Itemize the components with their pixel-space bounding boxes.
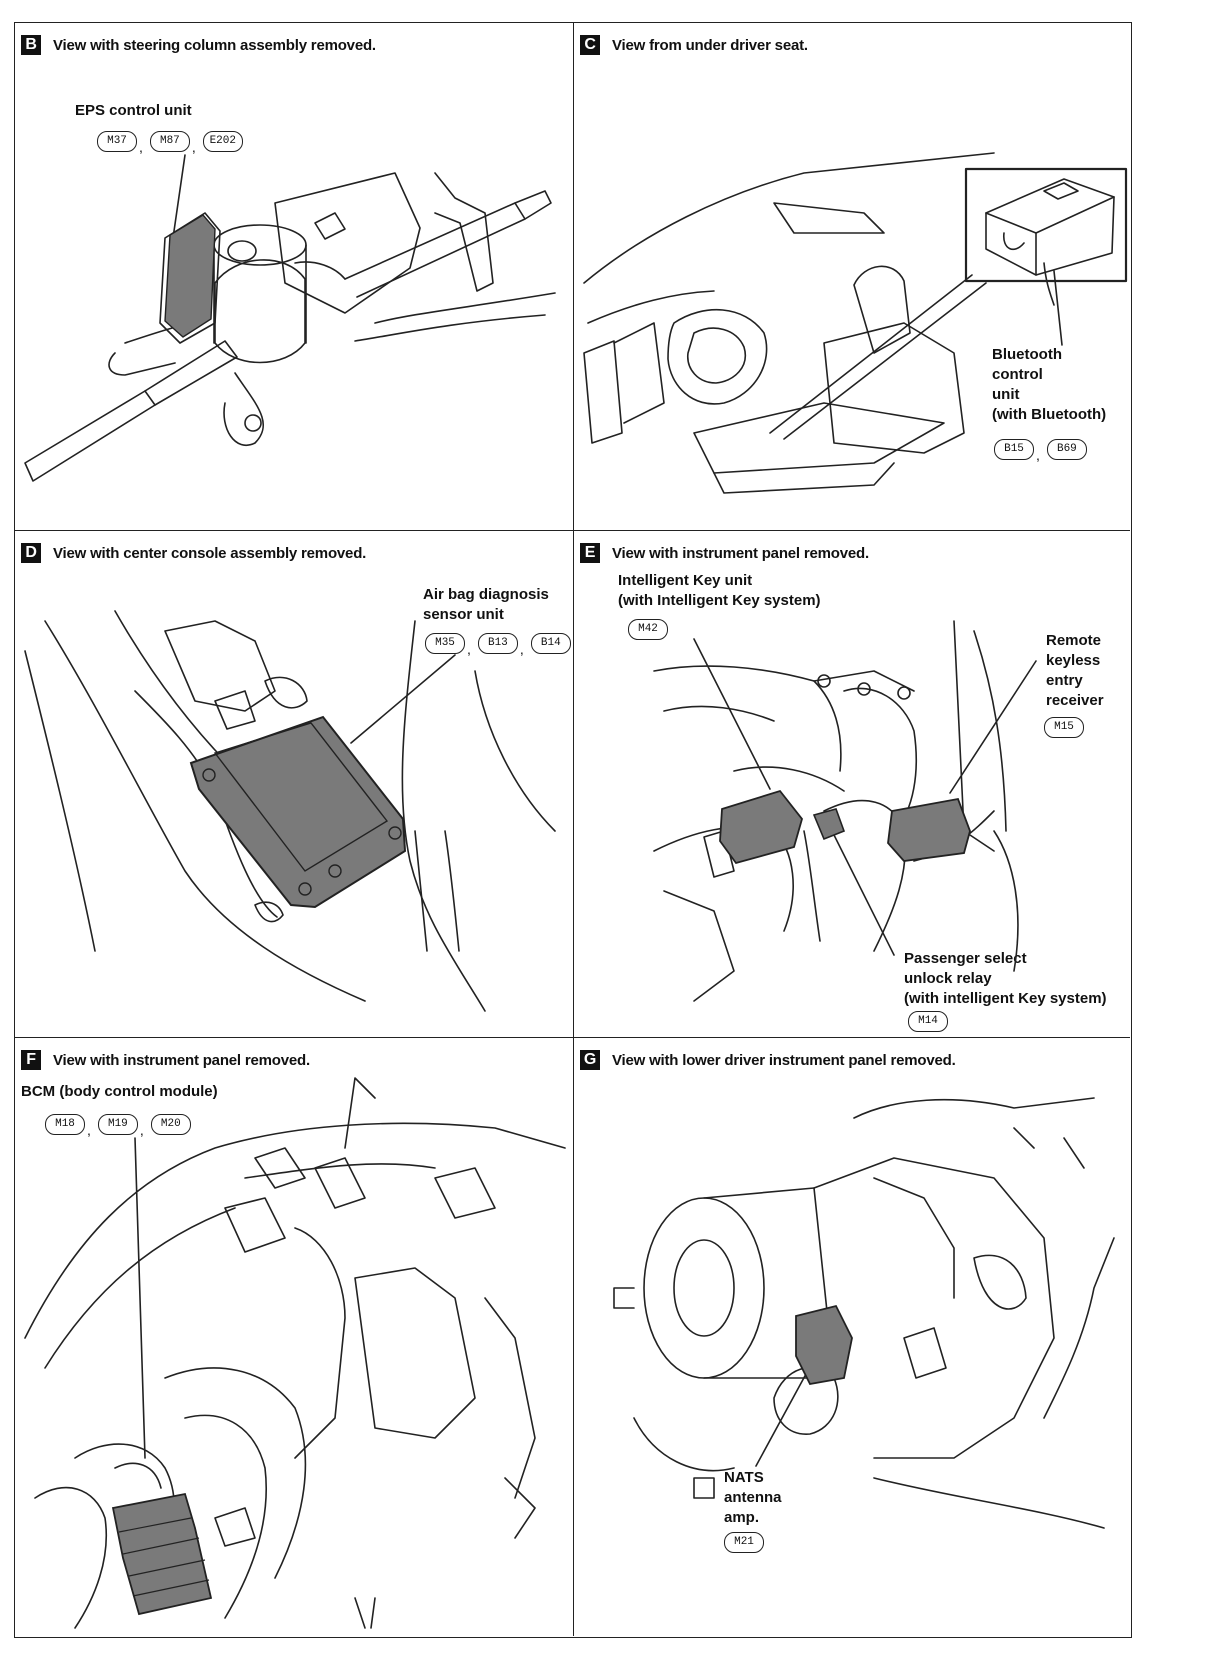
connector-badge: M37 [97,131,137,152]
unlock-relay-shaded [814,809,844,839]
intelligent-key-unit-shaded [720,791,802,863]
connector-badge: B14 [530,633,571,654]
remote-keyless-connector-row: M15 [1044,717,1084,738]
panel-c-letter: C [580,35,600,55]
remote-keyless-receiver-shaded [888,799,970,861]
nats-antenna-illustration [574,1038,1130,1636]
bluetooth-inset-pointer-2 [784,283,986,439]
panel-c: C View from under driver seat. Bluetooth… [573,23,1130,530]
air-bag-connector-row: M35, B13, B14 [425,633,571,657]
connector-badge: M14 [908,1011,948,1032]
driver-seat-illustration [574,23,1130,530]
air-bag-sensor-label: Air bag diagnosis sensor unit [423,586,549,623]
passenger-select-unlock-relay-label: Passenger select unlock relay (with inte… [904,950,1107,1007]
panel-g: G View with lower driver instrument pane… [573,1037,1130,1636]
connector-badge: M42 [628,619,668,640]
bluetooth-inset-pointer-1 [770,275,972,433]
panel-g-letter: G [580,1050,600,1070]
connector-badge: M19 [97,1114,138,1135]
connector-badge: M21 [724,1532,764,1553]
intelligent-key-leader-line [694,639,770,789]
panel-e: E View with instrument panel removed. In… [573,530,1130,1037]
remote-keyless-entry-receiver-label: Remote keyless entry receiver [1046,632,1104,709]
connector-badge: M18 [45,1114,85,1135]
panel-f-title: F View with instrument panel removed. [21,1050,310,1070]
intelligent-key-connector-row: M42 [628,619,668,640]
panel-e-title-text: View with instrument panel removed. [612,544,869,562]
connector-badge: M87 [149,131,190,152]
panel-f-letter: F [21,1050,41,1070]
panel-g-title: G View with lower driver instrument pane… [580,1050,956,1070]
remote-keyless-leader-line [950,661,1036,793]
bluetooth-leader-line [1054,271,1062,345]
air-bag-leader-line [351,655,455,743]
center-console-illustration [15,531,573,1037]
air-bag-sensor-unit-shaded [191,717,405,907]
nats-antenna-amp-shaded [796,1306,852,1384]
bcm-label: BCM (body control module) [21,1083,218,1100]
panel-e-letter: E [580,543,600,563]
panel-c-title-text: View from under driver seat. [612,36,808,54]
panel-g-title-text: View with lower driver instrument panel … [612,1051,956,1069]
bluetooth-connector-row: B15, B69 [994,439,1087,463]
eps-connector-row: M37, M87, E202 [97,131,243,155]
panel-b: B View with steering column assembly rem… [15,23,573,530]
connector-badge: B13 [477,633,518,654]
panel-e-title: E View with instrument panel removed. [580,543,869,563]
eps-control-unit-shaded [165,215,215,337]
panel-c-title: C View from under driver seat. [580,35,808,55]
eps-control-unit-label: EPS control unit [75,102,192,119]
connector-badge: B15 [994,439,1034,460]
connector-badge: M20 [150,1114,191,1135]
intelligent-key-unit-label: Intelligent Key unit (with Intelligent K… [618,572,821,609]
panel-d-title: D View with center console assembly remo… [21,543,366,563]
steering-column-illustration [15,23,573,530]
unlock-relay-leader-line [828,823,894,955]
panel-b-title: B View with steering column assembly rem… [21,35,376,55]
bluetooth-control-unit-label: Bluetooth control unit (with Bluetooth) [992,346,1107,423]
unlock-relay-connector-row: M14 [908,1011,948,1032]
bcm-location-illustration [15,1038,573,1636]
connector-badge: M35 [425,633,465,654]
panel-d-title-text: View with center console assembly remove… [53,544,367,562]
panel-b-title-text: View with steering column assembly remov… [53,36,376,54]
bcm-shaded [113,1494,211,1614]
nats-antenna-amp-label: NATS antenna amp. [724,1469,782,1526]
nats-leader-line [756,1374,806,1466]
component-location-grid: B View with steering column assembly rem… [14,22,1132,1638]
connector-badge: M15 [1044,717,1084,738]
connector-badge: B69 [1046,439,1087,460]
panel-f: F View with instrument panel removed. BC… [15,1037,573,1636]
instrument-panel-e-illustration [574,531,1130,1037]
bcm-connector-row: M18, M19, M20 [45,1114,191,1138]
panel-d-letter: D [21,543,41,563]
panel-b-letter: B [21,35,41,55]
panel-d: D View with center console assembly remo… [15,530,573,1037]
eps-leader-line [173,155,185,238]
connector-badge: E202 [202,131,243,152]
nats-connector-row: M21 [724,1532,764,1553]
panel-f-title-text: View with instrument panel removed. [53,1051,310,1069]
bluetooth-inset-frame [966,169,1126,281]
